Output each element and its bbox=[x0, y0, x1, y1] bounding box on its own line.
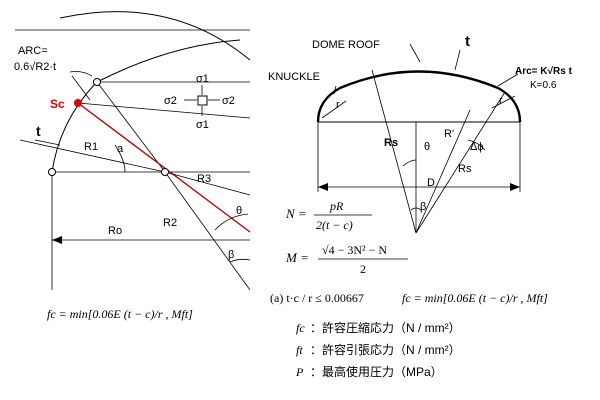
r2-line bbox=[164, 171, 251, 291]
sigma2-right-label: σ2 bbox=[222, 95, 235, 107]
dome-roof-label: DOME ROOF bbox=[312, 39, 380, 51]
t-label: t bbox=[36, 123, 41, 139]
arc-dim-tick bbox=[71, 75, 91, 101]
r1-label: R1 bbox=[84, 141, 98, 153]
legend: fc ：許容圧縮応力（N / mm²） ft ：許容引張応力（N / mm²） … bbox=[295, 320, 461, 379]
sigma1-top-label: σ1 bbox=[196, 73, 209, 85]
arc-label-right: Arc= K√Rs t bbox=[515, 66, 573, 77]
arc-formula: 0.6√R2·t bbox=[14, 61, 56, 73]
dome-roof-leader bbox=[409, 43, 421, 63]
shell-curve-upper bbox=[96, 39, 241, 83]
stress-element bbox=[197, 95, 208, 106]
t-leader bbox=[34, 139, 61, 146]
knuckle-right bbox=[497, 86, 522, 123]
beta-arc-right bbox=[410, 207, 422, 211]
d-label: D bbox=[427, 177, 435, 189]
t-label-right: t bbox=[465, 33, 470, 50]
node-top bbox=[93, 78, 101, 86]
knuckle-leader bbox=[333, 85, 337, 95]
radius-line-upper bbox=[96, 81, 166, 173]
sigma2-left-label: σ2 bbox=[164, 95, 177, 107]
delta-phi-arc bbox=[467, 139, 486, 151]
theta-arc bbox=[214, 213, 249, 231]
sc-label: Sc bbox=[50, 97, 65, 111]
node-line-2 bbox=[77, 102, 251, 119]
t-leader-right bbox=[454, 49, 461, 71]
r1-line bbox=[19, 139, 166, 173]
condition-text: (a) t·c / r ≤ 0.00667 bbox=[270, 291, 364, 305]
legend-sym-fc: fc bbox=[296, 321, 305, 335]
dome-roof-arc bbox=[339, 70, 499, 90]
m-denominator: 2 bbox=[360, 262, 366, 276]
arc-dim bbox=[69, 71, 93, 77]
ro-label: Ro bbox=[108, 225, 122, 237]
beta-label: β bbox=[228, 249, 234, 261]
n-numerator: pR bbox=[329, 199, 344, 213]
top-curve bbox=[59, 11, 251, 61]
arc-leader bbox=[497, 73, 519, 87]
d-arrow-right bbox=[510, 183, 520, 191]
k-label: K=0.6 bbox=[530, 80, 557, 91]
d-arrow-left bbox=[318, 183, 328, 191]
theta-label: θ bbox=[236, 205, 242, 217]
legend-sym-ft: ft bbox=[296, 343, 303, 357]
formulas: N = pR 2(t − c) M = √4 − 3N² − N 2 (a) t… bbox=[47, 199, 548, 321]
theta-label-right: θ bbox=[424, 141, 430, 153]
r-right-line bbox=[491, 95, 516, 109]
beta-arc bbox=[229, 258, 251, 263]
knuckle-arc bbox=[51, 81, 98, 173]
rs-left-line bbox=[371, 69, 417, 234]
alpha-arc bbox=[114, 144, 126, 173]
fc-right: fc = min[0.06E (t − c)/r , Mft] bbox=[402, 291, 548, 305]
right-diagram: DOME ROOF t KNUCKLE Arc= K√Rs t K=0.6 r … bbox=[268, 33, 573, 234]
knuckle-label: KNUCKLE bbox=[268, 71, 320, 83]
sc-red-line bbox=[77, 102, 251, 233]
fc-left: fc = min[0.06E (t − c)/r , Mft] bbox=[47, 307, 193, 321]
n-lhs: N = bbox=[285, 206, 307, 221]
rs-right-label: Rs bbox=[458, 163, 472, 175]
legend-sym-p: P bbox=[295, 365, 304, 379]
r-left-line bbox=[321, 100, 347, 119]
r-prime-label: R' bbox=[444, 128, 454, 140]
theta-arc-right bbox=[402, 159, 417, 167]
alpha-label: a bbox=[117, 143, 124, 155]
delta-phi-label: Δϕ bbox=[470, 141, 484, 153]
rs-right-line bbox=[415, 91, 506, 234]
beta-label-right: β bbox=[420, 201, 426, 213]
n-denominator: 2(t − c) bbox=[316, 218, 353, 232]
rs-left-label: Rs bbox=[384, 137, 398, 149]
m-numerator: √4 − 3N² − N bbox=[322, 243, 387, 257]
ro-arrow-left bbox=[52, 236, 62, 244]
node-centre bbox=[161, 168, 169, 176]
r-right-label: r bbox=[499, 95, 503, 107]
r-left-label: r bbox=[336, 99, 340, 111]
knuckle-left bbox=[316, 86, 341, 123]
legend-text-p: ：最高使用圧力（MPa） bbox=[310, 364, 443, 379]
left-diagram: ARC= 0.6√R2·t Sc σ1 σ1 σ2 σ2 t R1 a R3 R… bbox=[14, 11, 251, 291]
r3-line bbox=[164, 171, 251, 196]
r3-label: R3 bbox=[197, 173, 211, 185]
arc-label: ARC= bbox=[18, 45, 48, 57]
legend-text-fc: ：許容圧縮応力（N / mm²） bbox=[310, 320, 461, 335]
node-left bbox=[48, 168, 56, 176]
r2-label: R2 bbox=[163, 217, 177, 229]
r-prime-line bbox=[415, 109, 471, 234]
sc-node bbox=[74, 99, 82, 107]
m-lhs: M = bbox=[285, 250, 309, 265]
sigma1-bottom-label: σ1 bbox=[196, 119, 209, 131]
legend-text-ft: ：許容引張応力（N / mm²） bbox=[310, 342, 461, 357]
